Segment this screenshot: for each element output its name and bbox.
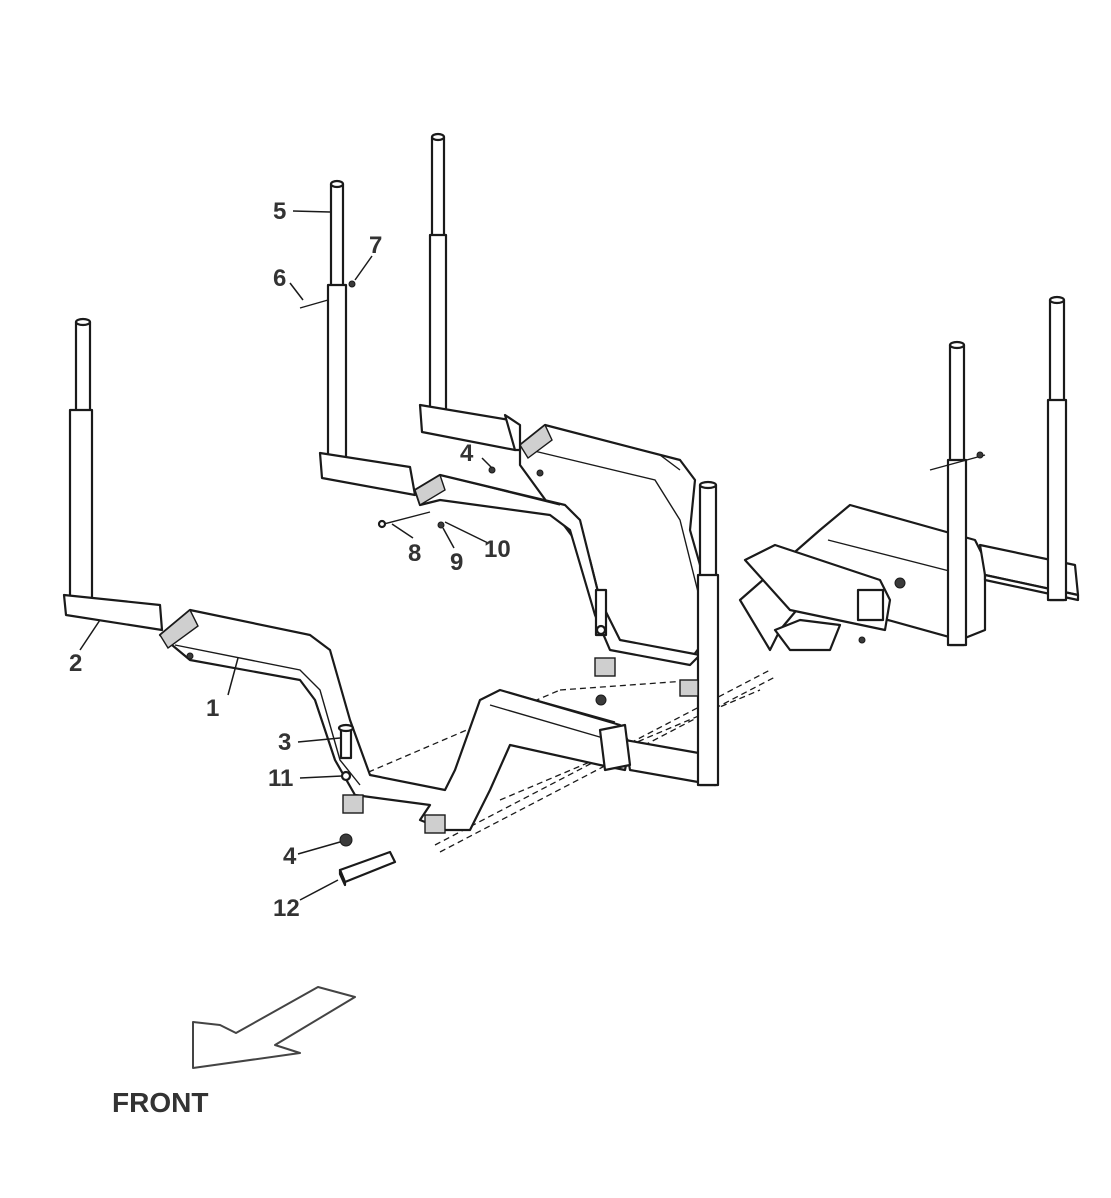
callout-12: 12 <box>273 895 300 922</box>
front-hardware-stack <box>337 723 397 887</box>
rear-post-assembly <box>418 132 522 452</box>
right-post-assembly <box>856 295 1080 647</box>
callout-10: 10 <box>484 536 511 563</box>
callout-leaders <box>79 210 493 901</box>
front-right-bracket <box>598 480 720 787</box>
callout-6: 6 <box>273 265 286 292</box>
callout-4-upper: 4 <box>460 440 474 467</box>
callout-8: 8 <box>408 540 421 567</box>
hardware-set <box>186 466 544 660</box>
spacer-blocks <box>342 588 699 834</box>
callout-1: 1 <box>206 695 219 722</box>
post-assembly-5 <box>299 179 417 497</box>
center-frame-rail <box>413 473 702 667</box>
callout-11: 11 <box>268 765 293 792</box>
right-frame-rail <box>738 503 987 652</box>
callout-2: 2 <box>69 650 82 677</box>
callout-3: 3 <box>278 729 291 756</box>
left-post-assembly <box>62 317 164 632</box>
callout-9: 9 <box>450 549 463 576</box>
callout-4-lower: 4 <box>283 843 297 870</box>
front-label: FRONT <box>112 1087 208 1118</box>
callout-7: 7 <box>369 232 382 259</box>
rear-frame-rail <box>518 423 712 662</box>
front-direction-arrow <box>192 986 356 1069</box>
callout-5: 5 <box>273 198 286 225</box>
front-frame-rail <box>158 608 632 832</box>
